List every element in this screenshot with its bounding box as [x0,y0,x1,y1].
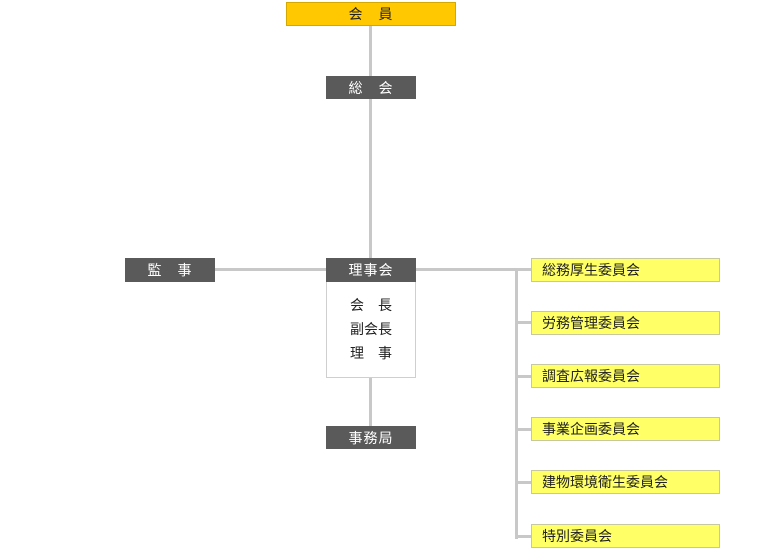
connector-branch-4 [515,428,531,431]
connector-board-to-secretariat [369,377,372,426]
committee-building-hygiene: 建物環境衛生委員会 [531,470,720,494]
committee-special: 特別委員会 [531,524,720,548]
board-box: 理事会 [326,258,416,282]
board-officers-panel: 会 長 副会長 理 事 [326,282,416,378]
connector-branch-3 [515,375,531,378]
connector-branch-5 [515,481,531,484]
connector-branch-2 [515,321,531,324]
connector-committee-spine [515,268,518,539]
connector-auditor-to-board [214,268,327,271]
committee-labor-management: 労務管理委員会 [531,311,720,335]
connector-branch-6 [515,535,531,538]
general-meeting-box: 総 会 [326,76,416,99]
members-box: 会 員 [286,2,456,26]
officer-chairman: 会 長 [350,297,392,314]
committee-general-welfare: 総務厚生委員会 [531,258,720,282]
officer-vice-chairman: 副会長 [350,321,392,338]
connector-members-to-board [369,25,372,259]
committee-business-planning: 事業企画委員会 [531,417,720,441]
connector-board-to-committees [415,268,531,271]
officer-director: 理 事 [350,345,392,362]
connector-branch-1 [515,268,531,271]
committee-research-pr: 調査広報委員会 [531,364,720,388]
secretariat-box: 事務局 [326,426,416,449]
auditor-box: 監 事 [125,258,215,282]
